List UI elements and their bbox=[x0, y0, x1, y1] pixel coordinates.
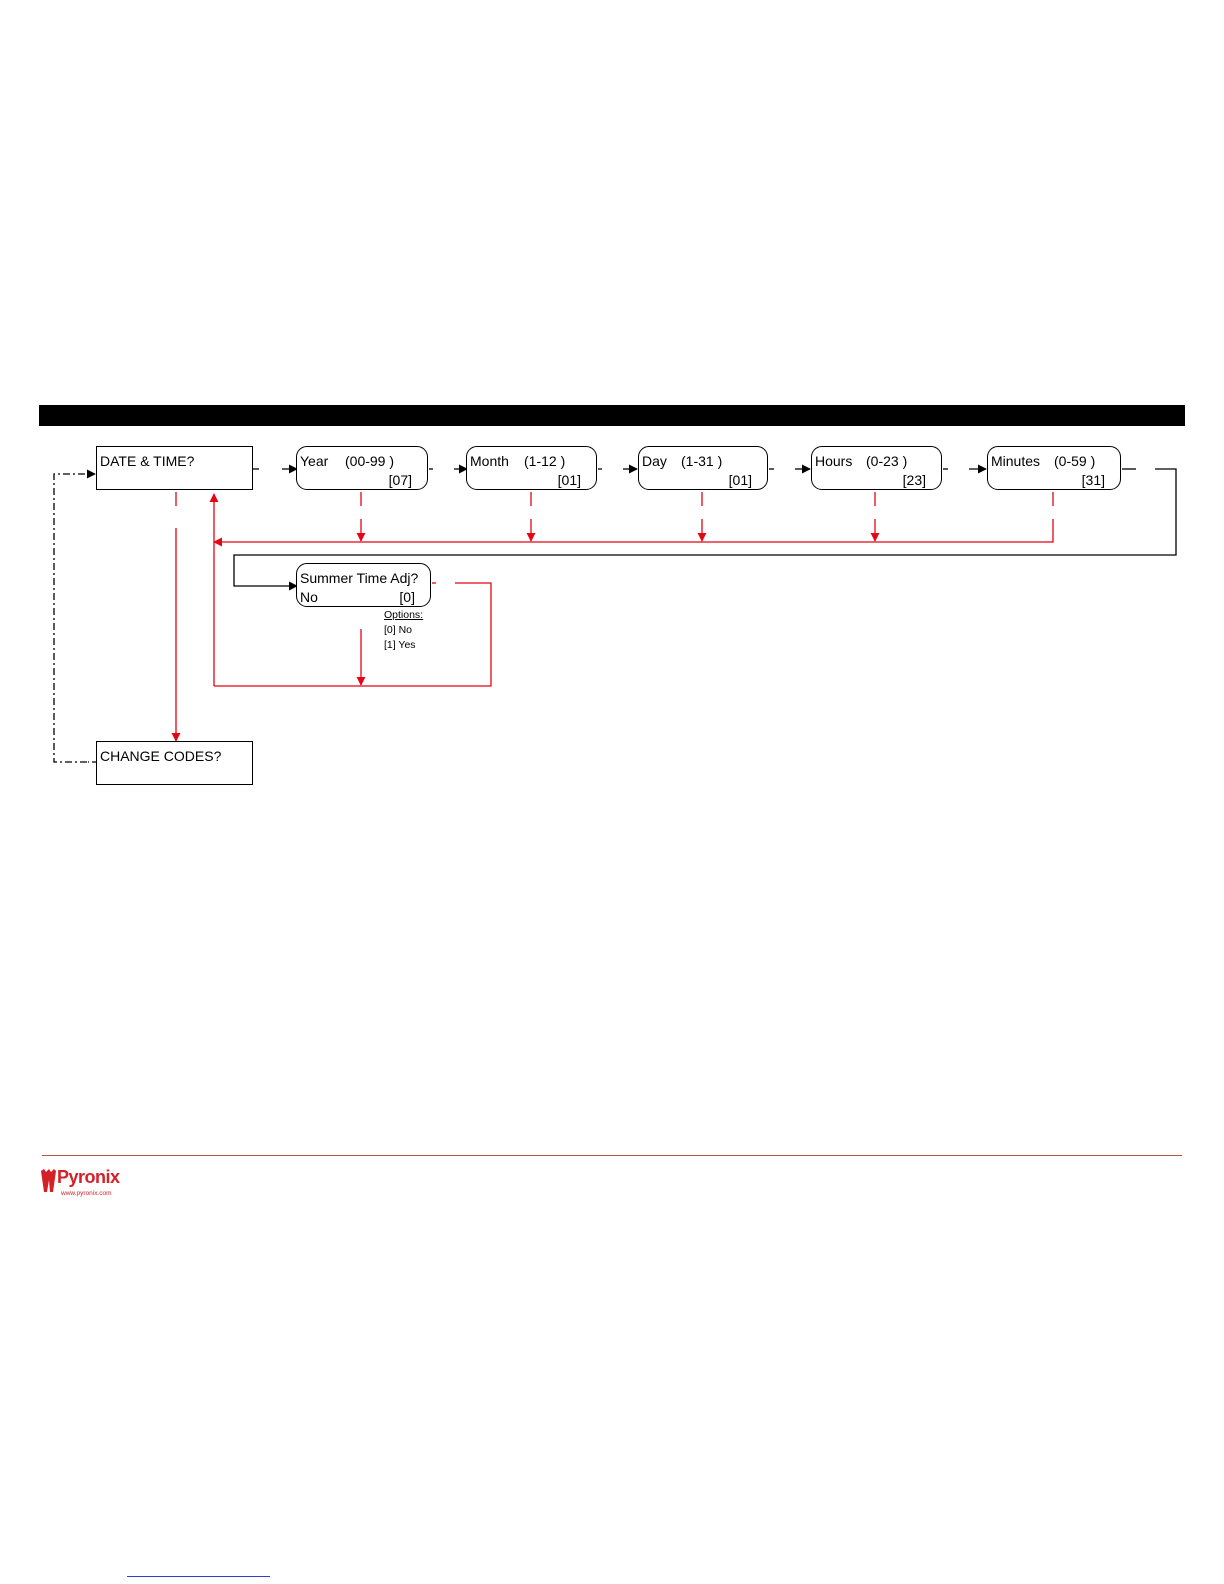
summer-time-step-box[interactable]: Summer Time Adj? No [0] bbox=[296, 563, 431, 607]
summer-time-title: Summer Time Adj? bbox=[300, 570, 418, 586]
hours-step-box[interactable]: Hours (0-23 ) [23] bbox=[811, 446, 942, 490]
hours-value: [23] bbox=[903, 472, 926, 488]
summer-time-current: No bbox=[300, 589, 318, 605]
month-step-box[interactable]: Month (1-12 ) [01] bbox=[466, 446, 597, 490]
minutes-label: Minutes bbox=[991, 453, 1040, 469]
dashed-return-arrow bbox=[54, 474, 95, 762]
day-label: Day bbox=[642, 453, 667, 469]
pyronix-logo: Pyronix www.pyronix.com bbox=[40, 1166, 122, 1202]
minutes-value: [31] bbox=[1082, 472, 1105, 488]
hours-range: (0-23 ) bbox=[866, 453, 907, 469]
day-step-box[interactable]: Day (1-31 ) [01] bbox=[638, 446, 768, 490]
date-time-title: DATE & TIME? bbox=[100, 453, 194, 469]
month-label: Month bbox=[470, 453, 509, 469]
minutes-step-box[interactable]: Minutes (0-59 ) [31] bbox=[987, 446, 1121, 490]
minutes-range: (0-59 ) bbox=[1054, 453, 1095, 469]
options-heading: Options: bbox=[384, 608, 423, 623]
date-time-menu-box[interactable]: DATE & TIME? bbox=[96, 446, 253, 490]
footer-divider bbox=[42, 1155, 1182, 1156]
change-codes-menu-box[interactable]: CHANGE CODES? bbox=[96, 741, 253, 785]
logo-wordmark: Pyronix bbox=[57, 1167, 120, 1188]
day-value: [01] bbox=[729, 472, 752, 488]
year-step-box[interactable]: Year (00-99 ) [07] bbox=[296, 446, 428, 490]
day-range: (1-31 ) bbox=[681, 453, 722, 469]
logo-url: www.pyronix.com bbox=[61, 1190, 112, 1197]
year-value: [07] bbox=[389, 472, 412, 488]
change-codes-title: CHANGE CODES? bbox=[100, 748, 221, 764]
bottom-link-underline[interactable] bbox=[127, 1576, 270, 1577]
year-range: (00-99 ) bbox=[345, 453, 394, 469]
month-range: (1-12 ) bbox=[524, 453, 565, 469]
year-label: Year bbox=[300, 453, 328, 469]
month-value: [01] bbox=[558, 472, 581, 488]
pyronix-flame-icon bbox=[40, 1168, 57, 1194]
summer-time-options: Options: [0] No [1] Yes bbox=[384, 608, 423, 653]
hours-label: Hours bbox=[815, 453, 852, 469]
summer-time-value: [0] bbox=[399, 589, 415, 605]
back-bus bbox=[214, 519, 1053, 542]
option-item: [0] No bbox=[384, 623, 423, 638]
option-item: [1] Yes bbox=[384, 638, 423, 653]
